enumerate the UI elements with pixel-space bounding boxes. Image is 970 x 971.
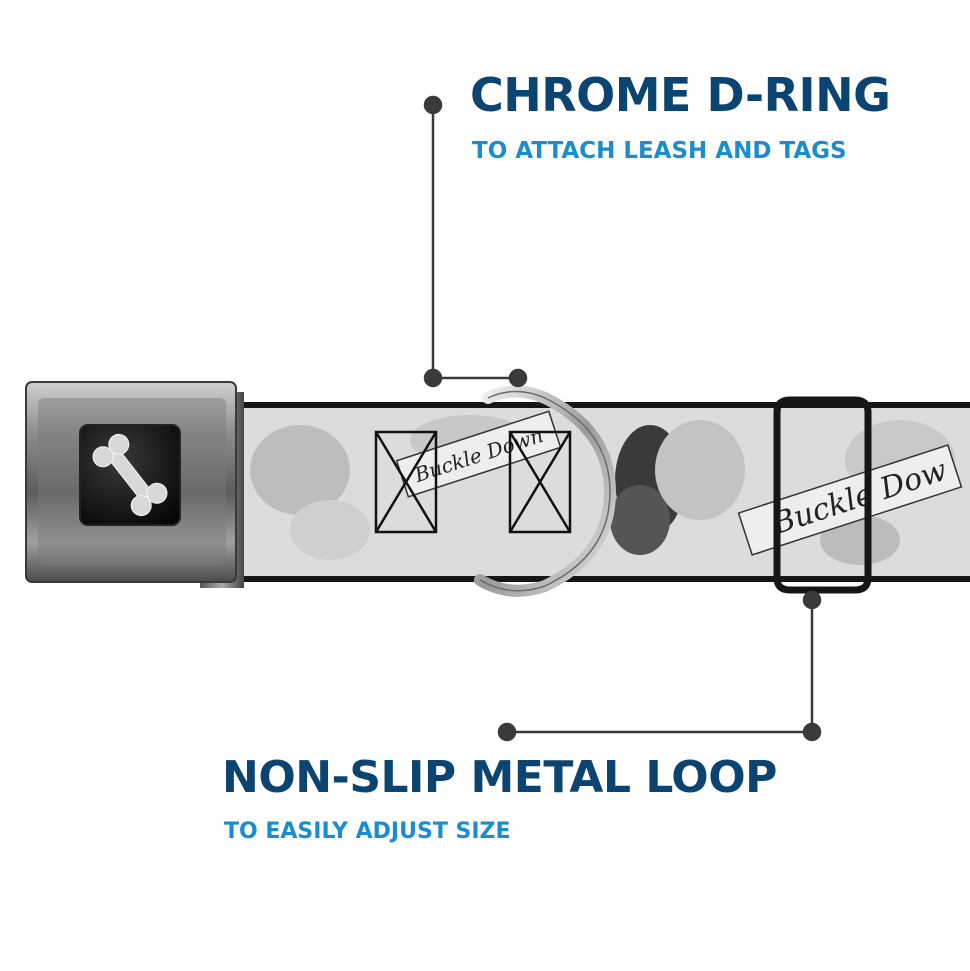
seatbelt-buckle	[25, 381, 244, 588]
d-ring-subtitle: TO ATTACH LEASH AND TAGS	[472, 138, 847, 164]
callout-line-loop	[497, 590, 822, 742]
loop-title: NON-SLIP METAL LOOP	[222, 752, 777, 803]
bone-icon	[92, 433, 168, 517]
loop-subtitle: TO EASILY ADJUST SIZE	[224, 819, 511, 844]
metal-loop	[773, 396, 872, 594]
chrome-d-ring	[474, 385, 617, 597]
callout-line-d-ring	[423, 95, 528, 388]
d-ring-title: CHROME D-RING	[470, 68, 891, 122]
